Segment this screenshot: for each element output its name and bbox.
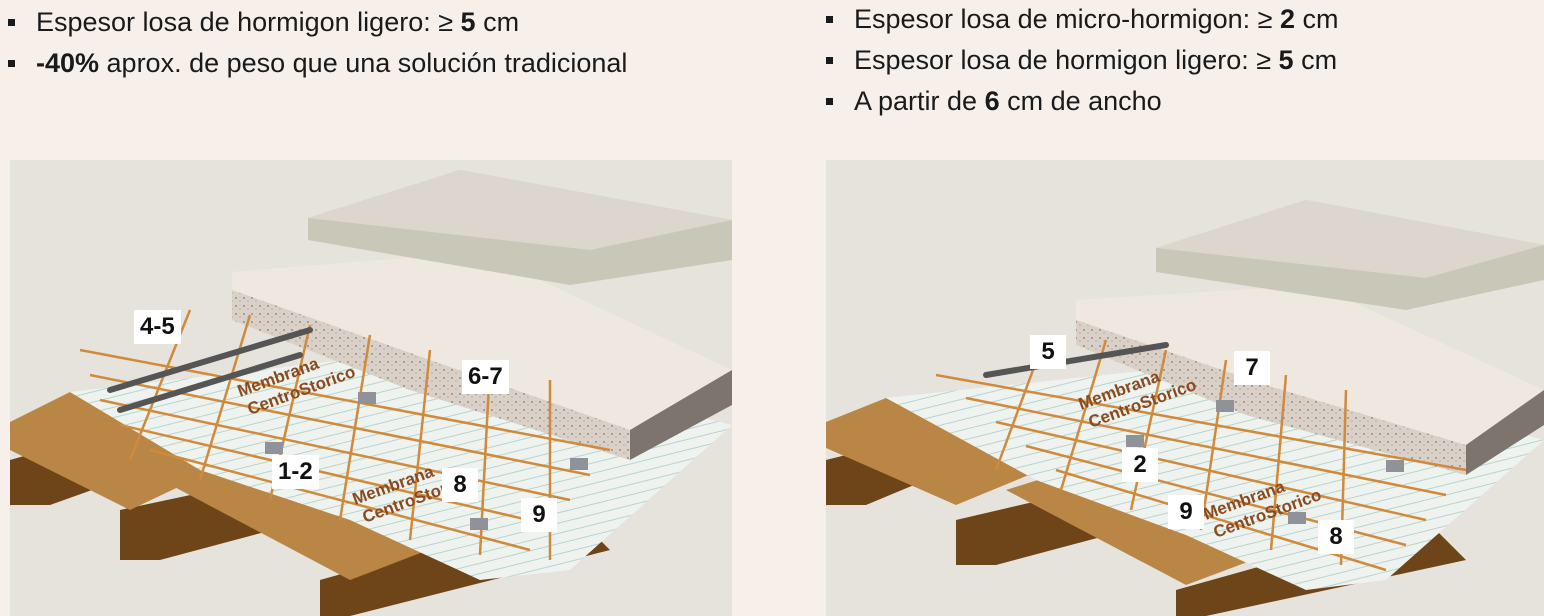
rebar-connectors xyxy=(107,327,313,413)
concrete-slab-edge xyxy=(232,272,630,460)
feature-item: Espesor losa de hormigon ligero: ≥ 5 cm xyxy=(8,2,627,43)
callout-7: 7 xyxy=(1234,351,1270,385)
floor-system-diagram-b: Membrana CentroStorico Membrana CentroSt… xyxy=(826,160,1544,616)
right-feature-list: Espesor losa de micro-hormigon: ≥ 2 cm E… xyxy=(826,0,1339,122)
tile-layer xyxy=(1156,200,1544,278)
concrete-slab-side xyxy=(1466,390,1544,475)
concrete-slab-top xyxy=(1076,285,1544,445)
feature-item: Espesor losa de hormigon ligero: ≥ 5 cm xyxy=(826,40,1339,81)
callout-6-7: 6-7 xyxy=(462,360,509,394)
diagram-a-illustration: Membrana CentroStorico Membrana CentroSt… xyxy=(10,160,732,616)
left-feature-list: Espesor losa de hormigon ligero: ≥ 5 cm … xyxy=(8,2,627,84)
floor-system-diagram-a: Membrana CentroStorico Membrana CentroSt… xyxy=(10,160,732,616)
wood-plank xyxy=(10,392,210,510)
concrete-slab-top xyxy=(232,252,732,430)
callout-5: 5 xyxy=(1030,335,1066,369)
concrete-slab-edge xyxy=(1076,300,1466,475)
callout-9: 9 xyxy=(1168,495,1204,529)
feature-item: A partir de 6 cm de ancho xyxy=(826,81,1339,122)
feature-item: -40% aprox. de peso que una solución tra… xyxy=(8,43,627,84)
feature-item: Espesor losa de micro-hormigon: ≥ 2 cm xyxy=(826,0,1339,40)
callout-8: 8 xyxy=(442,468,478,502)
callout-8: 8 xyxy=(1318,520,1354,554)
wood-plank xyxy=(826,398,1036,505)
callout-2: 2 xyxy=(1122,448,1158,482)
callout-4-5: 4-5 xyxy=(134,310,181,344)
tile-layer xyxy=(308,170,732,250)
callout-1-2: 1-2 xyxy=(272,455,319,489)
rebar-connectors xyxy=(983,342,1169,378)
diagram-b-illustration: Membrana CentroStorico Membrana CentroSt… xyxy=(826,160,1544,616)
callout-9: 9 xyxy=(521,498,557,532)
concrete-slab-side xyxy=(630,370,732,460)
connector-clips xyxy=(265,392,588,530)
connector-clips xyxy=(1126,400,1404,524)
